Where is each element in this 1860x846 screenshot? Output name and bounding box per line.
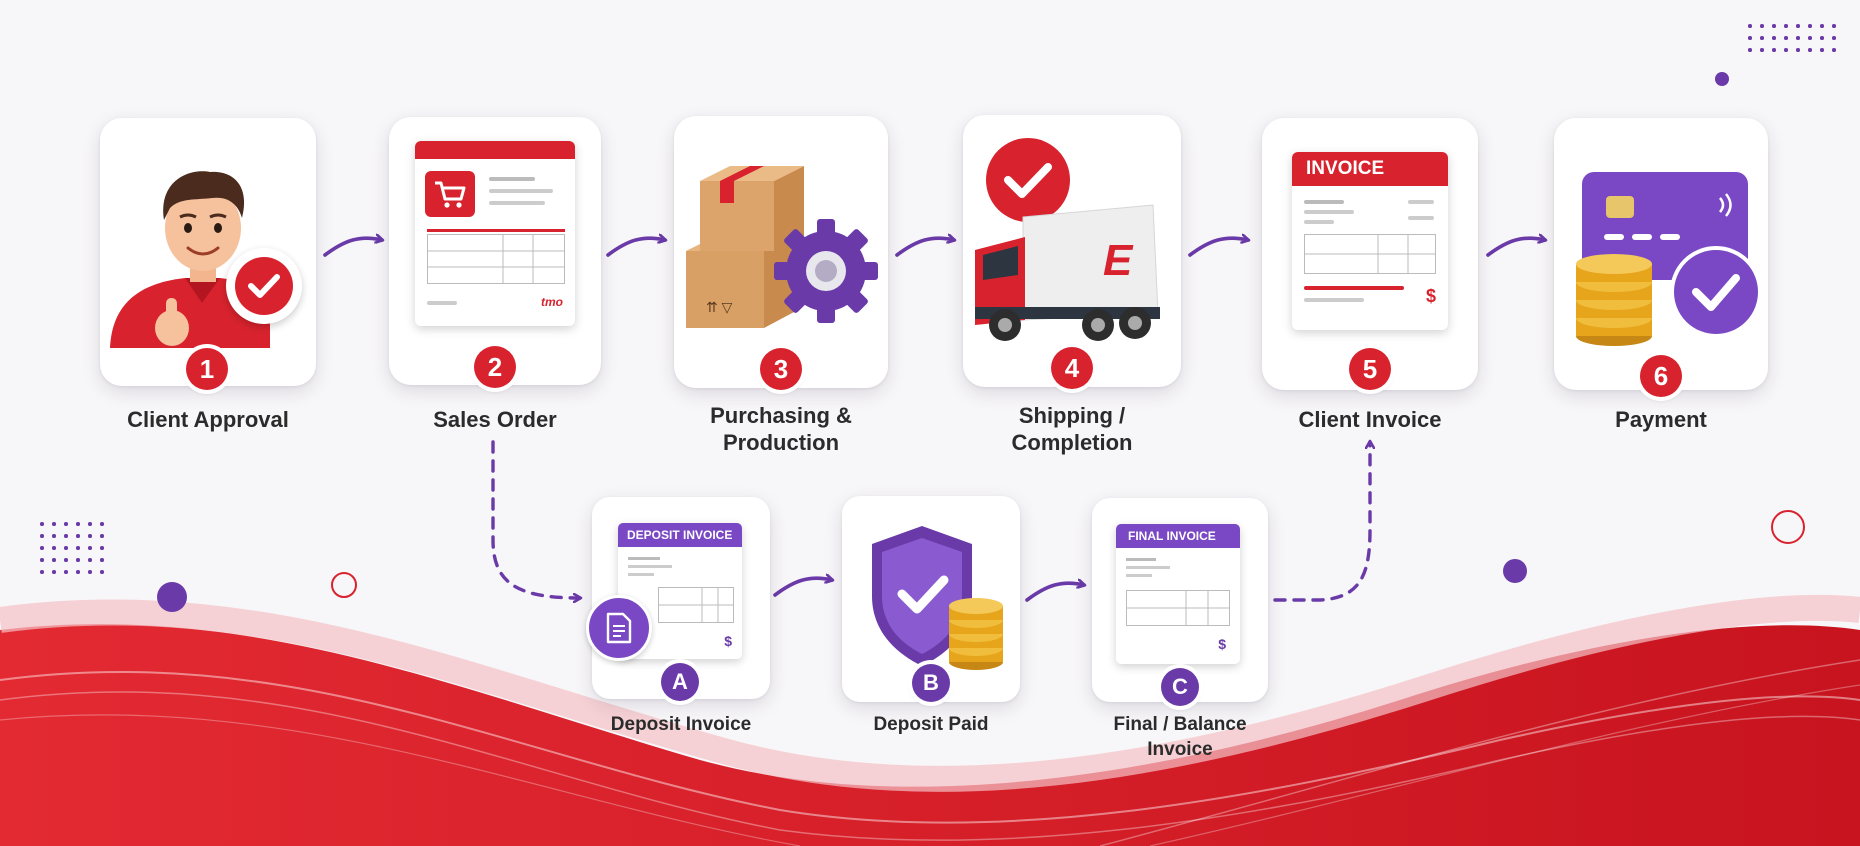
step-label-line-1: Shipping / — [1018, 403, 1126, 428]
sub-step-letter-badge: A — [661, 663, 699, 701]
arrow-b-c — [1025, 583, 1084, 602]
step-number-badge: 4 — [1051, 347, 1093, 389]
sub-step-label-line-2: Invoice — [1147, 739, 1213, 760]
decor-dots-top-right — [1748, 24, 1844, 60]
step-card-sales-order[interactable]: tmo 2 — [389, 117, 601, 388]
final-invoice-document: FINAL INVOICE $ — [1116, 524, 1240, 664]
sub-step-card-deposit-paid[interactable]: B — [842, 496, 1020, 702]
step-label: Payment — [1615, 407, 1707, 432]
sub-step-card-deposit-invoice[interactable]: DEPOSIT INVOICE $ A — [586, 497, 770, 701]
step-card-shipping-completion[interactable]: E 4 — [963, 115, 1181, 389]
dollar-sign: $ — [1218, 636, 1226, 652]
step-number-badge: 3 — [760, 348, 802, 390]
shield-coins-icon — [872, 526, 1003, 670]
step-number-badge: 1 — [186, 348, 228, 390]
arrow-2-3 — [606, 238, 665, 257]
step-label: Purchasing & Production — [674, 402, 888, 456]
sub-step-letter-badge: C — [1161, 668, 1199, 706]
step-label-line-2: Completion — [1011, 430, 1133, 455]
sales-order-document: tmo — [415, 141, 575, 326]
step-number-badge: 2 — [474, 346, 516, 388]
delivery-truck-icon: E — [975, 138, 1160, 341]
sub-step-label-line-1: Final / Balance — [1113, 714, 1247, 735]
credit-card-coins-icon — [1576, 172, 1762, 346]
arrow-4-5 — [1188, 238, 1248, 257]
svg-text:⇈ ▽: ⇈ ▽ — [706, 299, 733, 315]
truck-letter: E — [1103, 236, 1134, 285]
arrow-5-6 — [1486, 238, 1545, 257]
step-label: Sales Order — [433, 407, 557, 432]
arrow-a-b — [773, 578, 832, 597]
check-circle-icon — [226, 248, 302, 324]
sub-step-letter-badge: B — [912, 664, 950, 702]
decor-dots-left — [40, 522, 112, 582]
dashed-arrow-c-5 — [1273, 442, 1370, 602]
step-card-payment[interactable]: 6 — [1554, 118, 1768, 397]
dollar-sign: $ — [724, 633, 732, 649]
invoice-document: INVOICE $ — [1292, 152, 1448, 330]
step-label: Client Invoice — [1298, 407, 1442, 432]
boxes-gear-icon: ⇈ ▽ — [686, 166, 878, 328]
final-invoice-title: FINAL INVOICE — [1116, 524, 1240, 548]
step-card-client-approval[interactable]: 1 — [100, 118, 316, 390]
dollar-sign: $ — [1425, 286, 1436, 306]
step-label: Client Approval — [127, 407, 289, 432]
sub-step-card-final-invoice[interactable]: FINAL INVOICE $ C — [1092, 498, 1268, 706]
step-label-line-1: Purchasing & — [710, 403, 852, 428]
deposit-invoice-title: DEPOSIT INVOICE — [618, 523, 742, 547]
sales-order-mark: tmo — [541, 295, 563, 309]
step-number-badge: 6 — [1640, 355, 1682, 397]
sub-step-label: Deposit Invoice — [610, 714, 752, 735]
person-thumbs-up-icon — [110, 171, 270, 348]
step-card-purchasing-production[interactable]: ⇈ ▽ 3 — [674, 116, 888, 390]
step-label-line-2: Production — [722, 430, 840, 455]
dashed-arrow-2-a — [491, 440, 580, 598]
document-icon — [586, 595, 652, 661]
sub-step-label: Deposit Paid — [873, 714, 989, 735]
step-card-client-invoice[interactable]: INVOICE $ 5 — [1262, 118, 1478, 390]
sub-step-label: Final / Balance Invoice — [1092, 712, 1268, 762]
arrow-3-4 — [895, 238, 954, 257]
step-label: Shipping / Completion — [963, 402, 1181, 456]
invoice-header: INVOICE — [1292, 152, 1448, 186]
step-number-badge: 5 — [1349, 348, 1391, 390]
shopping-cart-icon — [425, 171, 475, 217]
arrow-1-2 — [323, 238, 382, 257]
